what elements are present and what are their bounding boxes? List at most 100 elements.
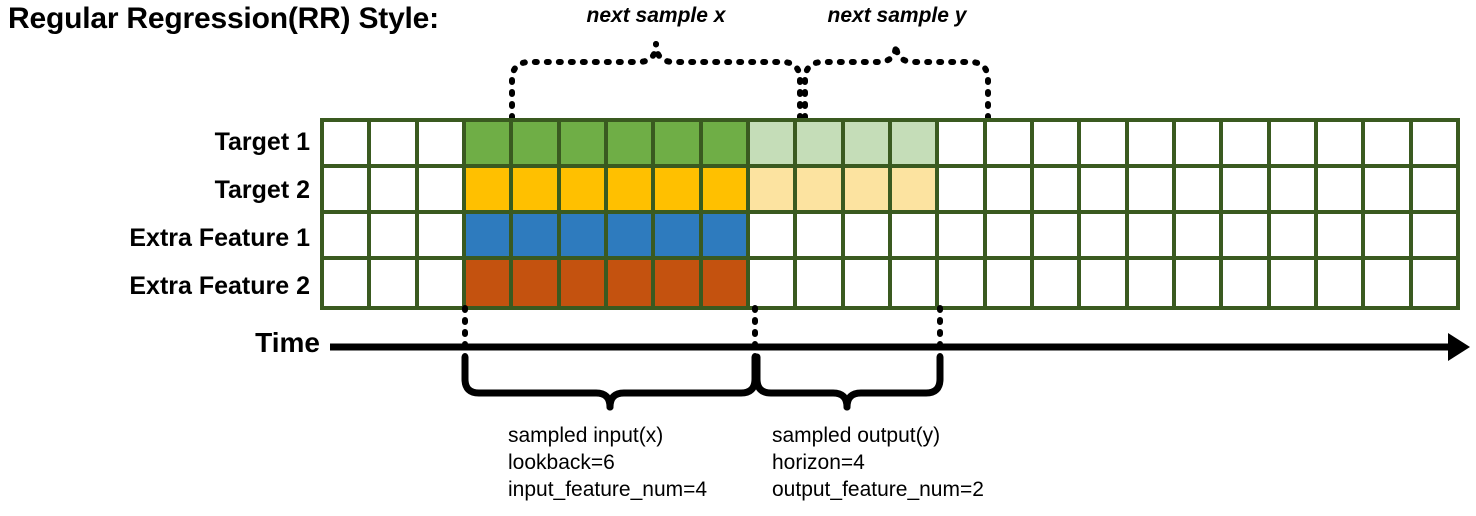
grid-cell-blank (797, 214, 845, 260)
grid-cell-blank (1365, 260, 1413, 306)
grid-cell-blank (1412, 122, 1456, 168)
grid-cell-blank (1412, 214, 1456, 260)
grid-cell-blank (1412, 260, 1456, 306)
grid-cell-blank (324, 122, 372, 168)
grid-cell-blank (797, 260, 845, 306)
grid-cell-blank (986, 122, 1034, 168)
grid-cell-input (607, 260, 656, 306)
grid-cell-blank (1128, 214, 1176, 260)
grid-cell-blank (1033, 260, 1082, 306)
grid-cell-input (655, 214, 703, 260)
grid-cell-blank (371, 122, 419, 168)
grid-cell-input (465, 214, 514, 260)
time-axis-label: Time (255, 327, 320, 358)
page-title: Regular Regression(RR) Style: (8, 2, 439, 35)
grid-cell-input (513, 260, 561, 306)
note-input-line1: sampled input(x) (508, 424, 664, 447)
grid-cell-blank (324, 168, 372, 214)
grid-cell-blank (1128, 122, 1176, 168)
grid-cell-blank (1033, 214, 1082, 260)
grid-cell-blank (1317, 260, 1366, 306)
grid-cell-blank (1223, 168, 1271, 214)
grid-cell-input (702, 122, 750, 168)
grid-cell-input (560, 168, 608, 214)
grid-cell-blank (749, 260, 798, 306)
grid-cell-blank (749, 214, 798, 260)
note-output-line1: sampled output(y) (772, 424, 941, 447)
grid-cell-input (655, 122, 703, 168)
grid-cell-output (891, 122, 940, 168)
note-sampled-input: sampled input(x) lookback=6 input_featur… (508, 422, 707, 503)
grid-cell-blank (1317, 168, 1366, 214)
grid-cell-blank (939, 260, 987, 306)
grid-cell-blank (418, 122, 466, 168)
grid-cell-blank (324, 214, 372, 260)
grid-cell-input (465, 168, 514, 214)
grid-cell-blank (1128, 168, 1176, 214)
grid-cell-input (560, 214, 608, 260)
grid-cell-output (844, 168, 892, 214)
grid-cell-input (513, 122, 561, 168)
grid-cell-blank (1270, 214, 1318, 260)
note-sampled-output: sampled output(y) horizon=4 output_featu… (772, 422, 984, 503)
grid-cell-input (655, 260, 703, 306)
grid-cell-blank (1128, 260, 1176, 306)
grid-cell-blank (986, 260, 1034, 306)
row-label-3: Extra Feature 1 (129, 224, 310, 252)
grid-cell-blank (1317, 214, 1366, 260)
grid-cell-output (797, 168, 845, 214)
grid-cell-blank (1081, 122, 1129, 168)
grid-cell-blank (891, 214, 940, 260)
grid-cell-blank (1223, 214, 1271, 260)
grid-cell-blank (1365, 122, 1413, 168)
grid-cell-blank (1175, 214, 1224, 260)
grid-row (324, 122, 1456, 168)
grid-cell-output (749, 122, 798, 168)
row-label-4: Extra Feature 2 (129, 272, 310, 300)
grid-cell-blank (418, 168, 466, 214)
grid-cell-input (607, 122, 656, 168)
grid-cell-input (465, 260, 514, 306)
grid-cell-input (702, 168, 750, 214)
grid-cell-blank (371, 168, 419, 214)
grid-cell-blank (1223, 260, 1271, 306)
grid-cell-output (844, 122, 892, 168)
grid-cell-input (702, 260, 750, 306)
row-label-1: Target 1 (214, 128, 310, 156)
grid-cell-blank (371, 214, 419, 260)
grid-cell-blank (986, 214, 1034, 260)
grid-row (324, 260, 1456, 306)
grid-cell-input (702, 214, 750, 260)
grid-cell-blank (939, 122, 987, 168)
grid-cell-input (465, 122, 514, 168)
grid-cell-blank (418, 214, 466, 260)
grid-cell-blank (1365, 168, 1413, 214)
grid-cell-blank (324, 260, 372, 306)
grid-cell-output (891, 168, 940, 214)
grid-cell-input (513, 214, 561, 260)
grid-cell-blank (1033, 168, 1082, 214)
note-input-line2: lookback=6 (508, 451, 615, 474)
grid-cell-input (607, 168, 656, 214)
grid-cell-input (655, 168, 703, 214)
grid-cell-blank (371, 260, 419, 306)
grid-cell-blank (1081, 214, 1129, 260)
grid-cell-blank (1175, 122, 1224, 168)
grid-cell-blank (1270, 260, 1318, 306)
grid-cell-blank (1175, 168, 1224, 214)
grid-cell-blank (1175, 260, 1224, 306)
grid-cell-blank (844, 260, 892, 306)
grid-cell-blank (1033, 122, 1082, 168)
note-output-line2: horizon=4 (772, 451, 865, 474)
grid-cell-input (560, 122, 608, 168)
grid-cell-blank (939, 214, 987, 260)
grid-cell-blank (1365, 214, 1413, 260)
grid-cell-input (560, 260, 608, 306)
grid-cell-input (607, 214, 656, 260)
grid-cell-blank (1223, 122, 1271, 168)
timeseries-grid (320, 118, 1460, 310)
grid-cell-output (797, 122, 845, 168)
grid-cell-input (513, 168, 561, 214)
note-input-line3: input_feature_num=4 (508, 478, 708, 501)
